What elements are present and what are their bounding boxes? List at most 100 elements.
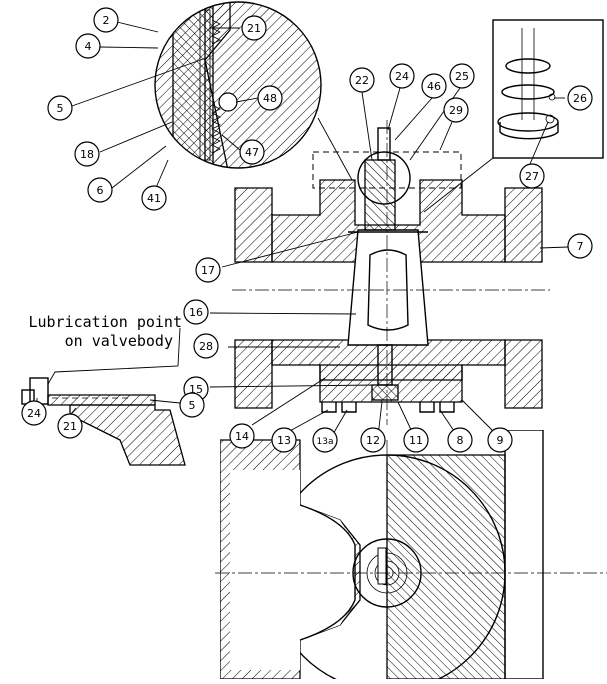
- label-balloon-46: 46: [421, 73, 447, 99]
- label-balloon-5a: 5: [47, 95, 73, 121]
- label-balloon-6: 6: [87, 177, 113, 203]
- label-number: 29: [449, 104, 463, 117]
- label-balloon-29: 29: [443, 97, 469, 123]
- label-balloon-21b: 21: [57, 413, 83, 439]
- label-circle: [567, 85, 593, 111]
- label-circle: [349, 67, 375, 93]
- label-balloon-7: 7: [567, 233, 593, 259]
- label-number: 22: [355, 74, 369, 87]
- label-number: 18: [80, 148, 94, 161]
- label-number: 26: [573, 92, 587, 105]
- label-number: 27: [525, 170, 539, 183]
- label-balloon-28: 28: [193, 333, 219, 359]
- label-number: 28: [199, 340, 213, 353]
- label-number: 14: [235, 430, 249, 443]
- label-circle: [257, 85, 283, 111]
- label-circle: [443, 97, 469, 123]
- valve-bottom-view: [215, 430, 607, 679]
- label-circle: [312, 427, 338, 453]
- label-number: 6: [97, 184, 104, 197]
- label-circle: [271, 427, 297, 453]
- label-balloon-24a: 24: [389, 63, 415, 89]
- key-detail-box: [492, 19, 604, 159]
- label-circle: [21, 400, 47, 426]
- label-number: 5: [189, 399, 196, 412]
- label-balloon-16: 16: [183, 299, 209, 325]
- lubrication-detail: [21, 377, 186, 466]
- label-balloon-18: 18: [74, 141, 100, 167]
- label-number: 5: [57, 102, 64, 115]
- label-balloon-17: 17: [195, 257, 221, 283]
- label-circle: [449, 63, 475, 89]
- label-balloon-27: 27: [519, 163, 545, 189]
- label-circle: [57, 413, 83, 439]
- label-number: 9: [497, 434, 504, 447]
- label-circle: [239, 139, 265, 165]
- caption-line-1: Lubrication point: [28, 313, 182, 331]
- label-balloon-41: 41: [141, 185, 167, 211]
- label-balloon-13: 13: [271, 427, 297, 453]
- label-number: 16: [189, 306, 203, 319]
- label-circle: [403, 427, 429, 453]
- label-balloon-13a: 13a: [312, 427, 338, 453]
- label-balloon-2: 2: [93, 7, 119, 33]
- label-circle: [487, 427, 513, 453]
- label-number: 12: [366, 434, 380, 447]
- label-balloon-21a: 21: [241, 15, 267, 41]
- label-balloon-9: 9: [487, 427, 513, 453]
- label-circle: [421, 73, 447, 99]
- label-circle: [229, 423, 255, 449]
- label-number: 4: [85, 40, 92, 53]
- label-circle: [195, 257, 221, 283]
- label-circle: [193, 333, 219, 359]
- label-number: 21: [63, 420, 77, 433]
- label-balloon-47: 47: [239, 139, 265, 165]
- label-number: 24: [395, 70, 409, 83]
- label-circle: [447, 427, 473, 453]
- label-circle: [74, 141, 100, 167]
- label-balloon-12: 12: [360, 427, 386, 453]
- label-balloon-26: 26: [567, 85, 593, 111]
- label-number: 48: [263, 92, 277, 105]
- label-number: 13a: [317, 437, 334, 447]
- label-balloon-22: 22: [349, 67, 375, 93]
- label-circle: [75, 33, 101, 59]
- label-circle: [389, 63, 415, 89]
- label-number: 8: [457, 434, 464, 447]
- label-number: 17: [201, 264, 215, 277]
- valve-body-section: [234, 127, 543, 413]
- label-number: 7: [577, 240, 584, 253]
- label-balloon-25: 25: [449, 63, 475, 89]
- label-leaders: [36, 21, 569, 437]
- label-number: 11: [409, 434, 423, 447]
- label-circle: [241, 15, 267, 41]
- label-number: 41: [147, 192, 161, 205]
- label-number: 25: [455, 70, 469, 83]
- label-circle: [183, 299, 209, 325]
- label-circle: [47, 95, 73, 121]
- label-balloon-5b: 5: [179, 392, 205, 418]
- label-circle: [519, 163, 545, 189]
- label-circle: [93, 7, 119, 33]
- detail-leader-line: [317, 117, 353, 181]
- label-number: 46: [427, 80, 441, 93]
- label-number: 21: [247, 22, 261, 35]
- label-circle: [567, 233, 593, 259]
- label-balloon-48: 48: [257, 85, 283, 111]
- label-circle: [179, 392, 205, 418]
- label-balloon-14: 14: [229, 423, 255, 449]
- caption-line-2: on valvebody: [65, 332, 173, 350]
- label-number: 2: [103, 14, 110, 27]
- lubrication-leader: [47, 327, 181, 385]
- label-balloon-24b: 24: [21, 400, 47, 426]
- label-circle: [141, 185, 167, 211]
- label-number: 47: [245, 146, 259, 159]
- label-balloon-8: 8: [447, 427, 473, 453]
- label-balloon-4: 4: [75, 33, 101, 59]
- label-circle: [360, 427, 386, 453]
- label-number: 24: [27, 407, 41, 420]
- label-circle: [87, 177, 113, 203]
